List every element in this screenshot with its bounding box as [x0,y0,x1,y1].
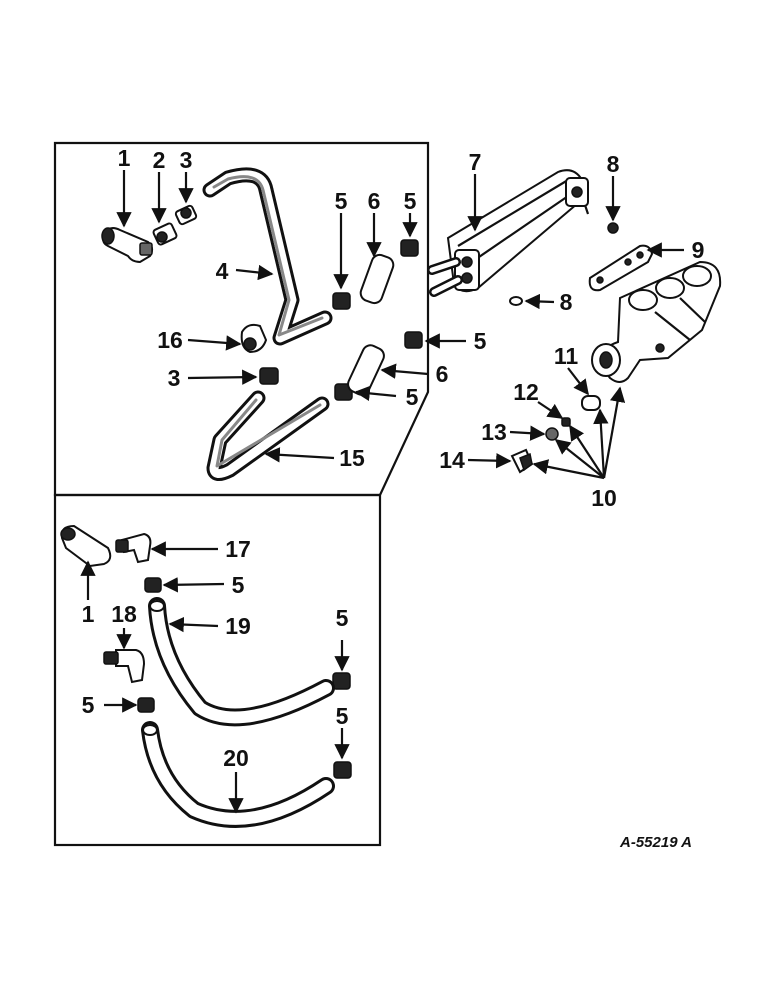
part-18-elbow-fitting [103,649,146,684]
part-5-nut-e [144,577,162,593]
reference-code: A-55219 A [619,834,692,851]
callout-5: 5 [474,328,487,354]
callout-5: 5 [232,572,245,598]
callout-5: 5 [82,692,95,718]
callout-18: 18 [111,601,137,627]
callout-3: 3 [180,147,193,173]
callout-3: 3 [168,365,181,391]
callout-6: 6 [436,361,449,387]
part-3-fitting-lower [259,367,279,385]
part-5-nut-a [332,292,351,310]
callout-6: 6 [368,188,381,214]
part-3-fitting-upper [174,204,198,226]
callout-15: 15 [339,445,365,471]
callout-5: 5 [335,188,348,214]
part-7-oil-cooler [427,169,590,297]
callout-20: 20 [223,745,249,771]
callout-19: 19 [225,613,251,639]
part-20-hose [141,721,335,828]
callout-4: 4 [216,258,229,284]
part-9-gasket [588,244,654,292]
callout-5: 5 [406,384,419,410]
part-14-cap [510,448,534,474]
callout-7: 7 [469,149,482,175]
callout-17: 17 [225,536,251,562]
part-15-bent-pipe [206,390,330,481]
callout-9: 9 [692,237,705,263]
callout-16: 16 [157,327,183,353]
part-1-elbow-lower [60,524,112,568]
callout-1: 1 [118,145,131,171]
part-16-elbow [240,323,268,354]
part-5-nut-h [333,761,352,779]
callout-8: 8 [560,289,573,315]
part-5-nut-c [404,331,423,349]
callout-2: 2 [153,147,166,173]
part-13-nut [545,427,559,441]
part-19-hose [148,597,335,727]
callout-10: 10 [591,485,617,511]
callout-11: 11 [554,343,579,369]
upper-inset-frame [53,141,430,497]
part-1-elbow-fitting [101,227,154,264]
part-4-bent-pipe [202,167,333,346]
callout-1: 1 [82,601,95,627]
part-11-plug [581,395,601,411]
part-8-washer-lower [509,296,523,306]
part-2-adapter [152,222,178,246]
part-17-elbow-fitting [115,532,152,564]
callout-14: 14 [439,447,465,473]
callout-5: 5 [336,703,349,729]
part-10-manifold [591,260,722,383]
callout-13: 13 [481,419,507,445]
callout-5: 5 [404,188,417,214]
callout-5: 5 [336,605,349,631]
part-6-hose-b [347,344,385,396]
part-5-nut-f [332,672,351,690]
part-12-stud [561,417,571,427]
part-5-nut-b [400,239,419,257]
leader-lines [80,170,684,814]
part-8-bolt-upper [607,222,619,234]
callout-8: 8 [607,151,620,177]
part-6-hose-a [359,253,395,305]
part-5-nut-g [137,697,155,713]
callout-12: 12 [513,379,539,405]
lower-inset-frame [53,493,382,847]
